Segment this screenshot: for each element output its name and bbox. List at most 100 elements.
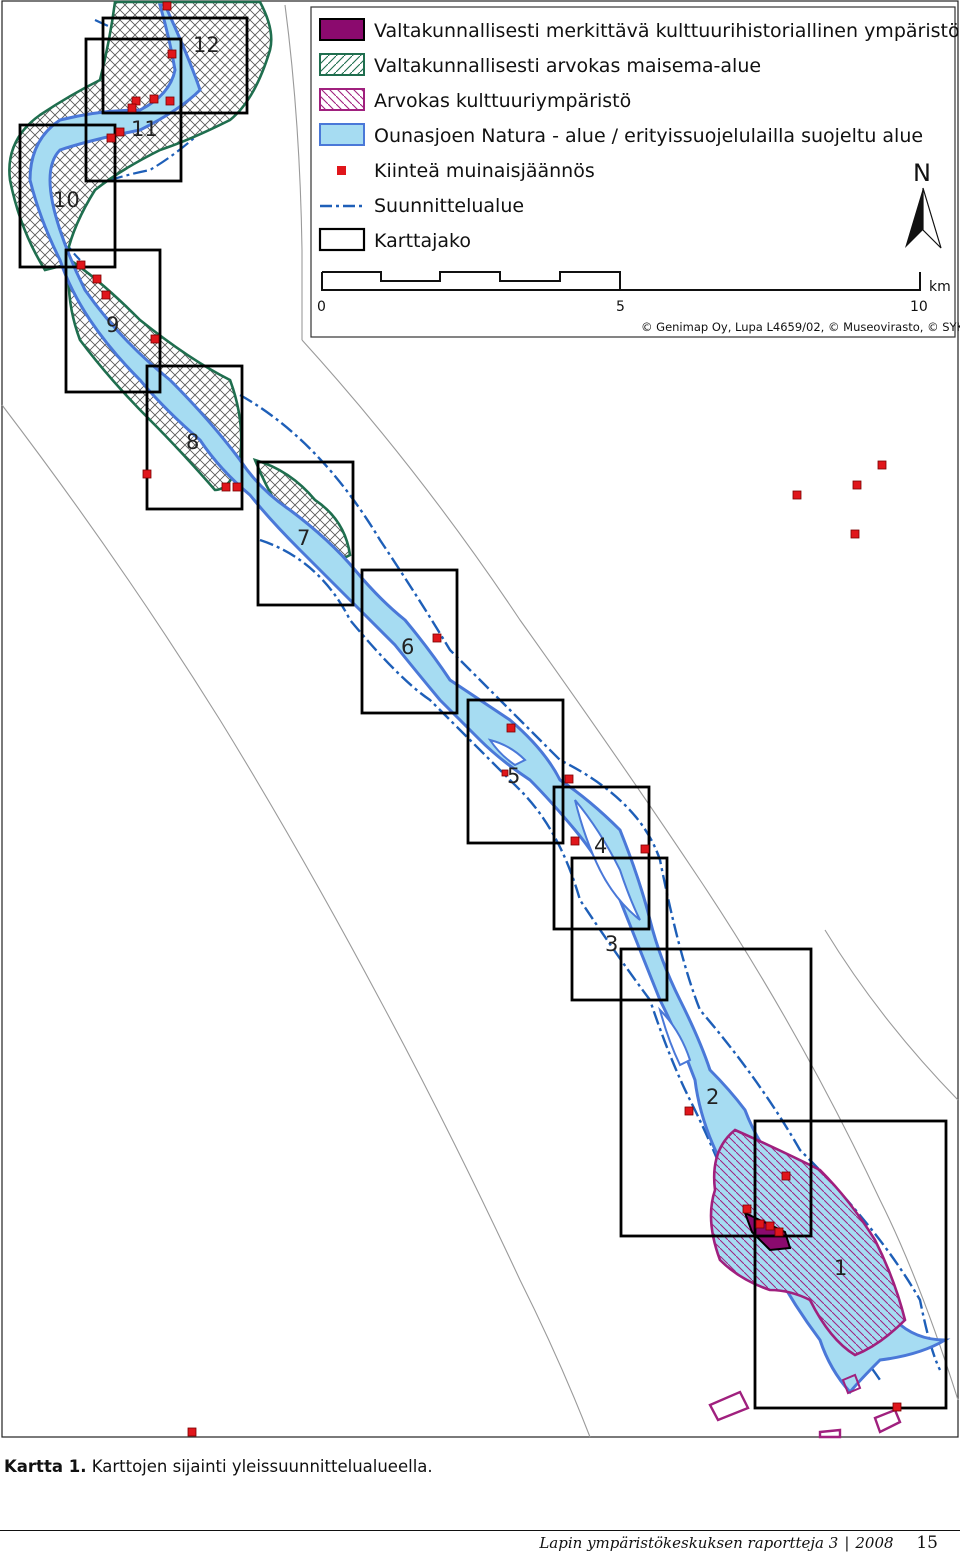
monument-marker <box>76 260 86 270</box>
sheet-numbers: 1 2 3 4 5 6 7 8 9 10 11 12 <box>53 33 847 1280</box>
monument-marker <box>115 127 125 137</box>
sheet-frame-2 <box>619 947 813 1238</box>
legend-symbol-cultural-environment <box>319 88 365 111</box>
monument-marker <box>501 769 509 777</box>
cultural-environment-small-4 <box>841 1373 862 1395</box>
monument-marker <box>149 94 159 104</box>
sheet-number-4: 4 <box>594 834 607 858</box>
scale-tick-0: 0 <box>317 299 326 315</box>
sheet-frame-5 <box>466 698 565 845</box>
legend-label-natura: Ounasjoen Natura - alue / erityissuojelu… <box>374 125 923 147</box>
boundary-line-west <box>1 404 591 1438</box>
monument-marker <box>101 290 111 300</box>
sheet-frame-9 <box>64 248 162 394</box>
sheet-frame-7 <box>256 460 355 607</box>
monument-marker <box>852 480 862 490</box>
monument-marker <box>232 482 242 492</box>
legend-label-map-sheet: Karttajako <box>374 230 471 252</box>
legend-symbol-landscape <box>319 53 365 76</box>
sheet-frame-6 <box>360 568 459 715</box>
monument-marker <box>142 469 152 479</box>
scale-bar <box>321 271 921 291</box>
sheet-frame-10 <box>18 123 117 269</box>
monument-marker <box>165 96 175 106</box>
monument-marker <box>162 1 172 11</box>
footer-divider <box>0 1530 960 1531</box>
sheet-number-2: 2 <box>706 1085 719 1109</box>
sheet-number-5: 5 <box>507 764 520 788</box>
legend-symbol-map-sheet <box>318 227 366 252</box>
cultural-environment-small-3 <box>818 1428 842 1439</box>
scale-unit: km <box>929 279 951 295</box>
cultural-environment-area <box>709 1128 907 1357</box>
monument-marker <box>877 460 887 470</box>
sheet-frame-1 <box>753 1119 948 1410</box>
sheet-number-6: 6 <box>401 635 414 659</box>
monument-marker <box>850 529 860 539</box>
monument-marker <box>765 1221 775 1231</box>
map-canvas: 1 2 3 4 5 6 7 8 9 10 11 12 Valtakunnalli… <box>1 0 960 1439</box>
monument-marker <box>221 482 231 492</box>
north-arrow-label: N <box>913 159 931 187</box>
caption-label: Kartta 1. <box>4 1457 87 1476</box>
footer-series: Lapin ympäristökeskuksen raportteja <box>539 1534 824 1552</box>
boundary-line-northeast <box>824 929 959 1101</box>
sheet-number-1: 1 <box>834 1256 847 1280</box>
sheet-number-7: 7 <box>297 526 310 550</box>
cultural-environment-small-1 <box>708 1390 750 1422</box>
legend-label-cultural-environment: Arvokas kulttuuriympäristö <box>374 90 631 112</box>
river-island-2 <box>487 738 527 767</box>
page-number: 15 <box>916 1533 938 1553</box>
legend-label-national-heritage: Valtakunnallisesti merkittävä kulttuurih… <box>374 20 960 42</box>
legend-panel: Valtakunnallisesti merkittävä kulttuurih… <box>310 6 960 338</box>
legend-label-planning-area: Suunnittelualue <box>374 195 524 217</box>
monument-marker <box>792 490 802 500</box>
legend-symbol-natura <box>319 123 365 146</box>
monument-marker <box>187 1427 197 1437</box>
monument-marker <box>684 1106 694 1116</box>
sheet-number-11: 11 <box>131 117 158 141</box>
monument-marker <box>774 1227 784 1237</box>
sheet-number-10: 10 <box>53 188 80 212</box>
legend-label-monument: Kiinteä muinaisjäännös <box>374 160 595 182</box>
sheet-frame-12 <box>101 16 249 115</box>
legend-symbol-monument <box>337 166 346 175</box>
monument-marker <box>570 836 580 846</box>
north-arrow-icon <box>905 187 942 249</box>
cultural-environment-small-2 <box>873 1408 902 1434</box>
ancient-monuments <box>76 1 902 1437</box>
monument-marker <box>432 633 442 643</box>
planning-area-east-edge <box>239 393 942 1371</box>
sheet-number-8: 8 <box>186 430 199 454</box>
footer-number: 3 <box>828 1534 839 1552</box>
monument-marker <box>92 274 102 284</box>
monument-marker <box>106 133 116 143</box>
map-caption: Kartta 1. Karttojen sijainti yleissuunni… <box>4 1457 433 1476</box>
footer-separator: | <box>844 1534 850 1552</box>
sheet-number-3: 3 <box>605 932 618 956</box>
sheet-frame-8 <box>145 364 244 511</box>
legend-symbol-national-heritage <box>319 18 365 41</box>
map-frame <box>1 0 959 1438</box>
copyright-notice: © Genimap Oy, Lupa L4659/02, © Museovira… <box>641 320 960 334</box>
sheet-frame-11 <box>84 37 183 183</box>
page-footer: Lapin ympäristökeskuksen raportteja 3|20… <box>539 1533 938 1553</box>
landscape-area-north <box>8 0 273 272</box>
monument-marker <box>755 1219 765 1229</box>
scale-tick-10: 10 <box>910 299 928 315</box>
monument-marker <box>506 723 516 733</box>
sheet-frame-4 <box>552 785 651 931</box>
monument-marker <box>564 774 574 784</box>
sheet-number-9: 9 <box>106 313 119 337</box>
monument-marker <box>640 844 650 854</box>
monument-marker <box>150 334 160 344</box>
monument-marker <box>742 1204 752 1214</box>
caption-text: Karttojen sijainti yleissuunnittelualuee… <box>86 1457 433 1476</box>
river-island-3 <box>658 1006 692 1067</box>
sheet-number-12: 12 <box>193 33 220 57</box>
monument-marker <box>892 1402 902 1412</box>
legend-label-landscape: Valtakunnallisesti arvokas maisema-alue <box>374 55 761 77</box>
monument-marker <box>781 1171 791 1181</box>
monument-marker <box>167 49 177 59</box>
boundary-line-north <box>284 4 303 340</box>
